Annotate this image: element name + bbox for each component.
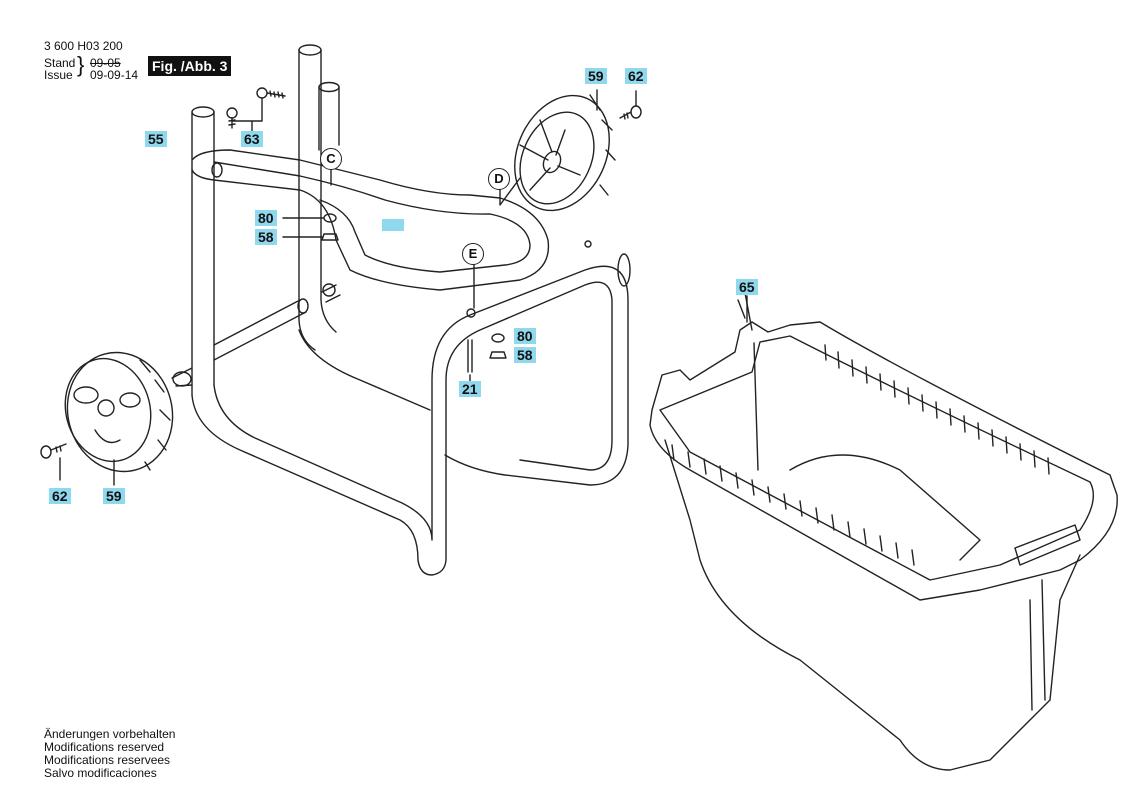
callout-62-right: 62	[625, 68, 647, 84]
frame-crossbar	[171, 283, 341, 387]
leaders-80-58-upper	[282, 217, 324, 238]
nut-58-lower	[489, 351, 507, 359]
nut-58-upper	[321, 233, 339, 241]
note-es: Salvo modificaciones	[44, 766, 157, 780]
frame-lower-u	[191, 240, 631, 576]
marker-e: E	[462, 243, 484, 265]
screw-62-right	[619, 90, 642, 120]
new-date: 09-09-14	[90, 68, 139, 82]
modification-notes: Änderungen vorbehalten Modifications res…	[44, 728, 175, 780]
screw-63-short	[226, 107, 238, 129]
stand-label: Stand	[44, 56, 76, 70]
screw-62-left	[40, 443, 67, 481]
doc-number: 3 600 H03 200	[44, 39, 123, 53]
frame-tube-left	[191, 106, 215, 396]
callout-58-lower: 58	[514, 347, 536, 363]
leader-d	[499, 177, 521, 206]
screw-63-long	[256, 87, 286, 99]
callout-21: 21	[459, 381, 481, 397]
washer-80-lower	[491, 333, 505, 343]
old-date: 09-05	[90, 56, 121, 70]
brace-glyph: }	[77, 52, 85, 77]
frame-tube-rear	[318, 81, 340, 151]
note-de: Änderungen vorbehalten	[44, 727, 176, 741]
frame-sticker	[382, 219, 404, 231]
callout-65: 65	[736, 279, 758, 295]
note-fr: Modifications reservees	[44, 753, 171, 767]
wheel-right	[514, 94, 616, 212]
bolt-21	[467, 339, 473, 373]
callout-80-upper: 80	[255, 210, 277, 226]
frame-tube-center	[298, 44, 337, 351]
wheel-left	[64, 351, 174, 473]
callout-59-right: 59	[585, 68, 607, 84]
note-en: Modifications reserved	[44, 740, 165, 754]
marker-c: C	[320, 148, 342, 170]
callout-63: 63	[241, 131, 263, 147]
container-65	[649, 292, 1118, 771]
callout-59-left: 59	[103, 488, 125, 504]
leader-63	[231, 97, 263, 136]
marker-d: D	[488, 168, 510, 190]
callout-58-upper: 58	[255, 229, 277, 245]
washer-80-upper	[323, 213, 337, 223]
callout-80-lower: 80	[514, 328, 536, 344]
issue-label: Issue	[44, 68, 73, 82]
figure-title: Fig. /Abb. 3	[148, 56, 232, 76]
callout-62-left: 62	[49, 488, 71, 504]
callout-55: 55	[145, 131, 167, 147]
